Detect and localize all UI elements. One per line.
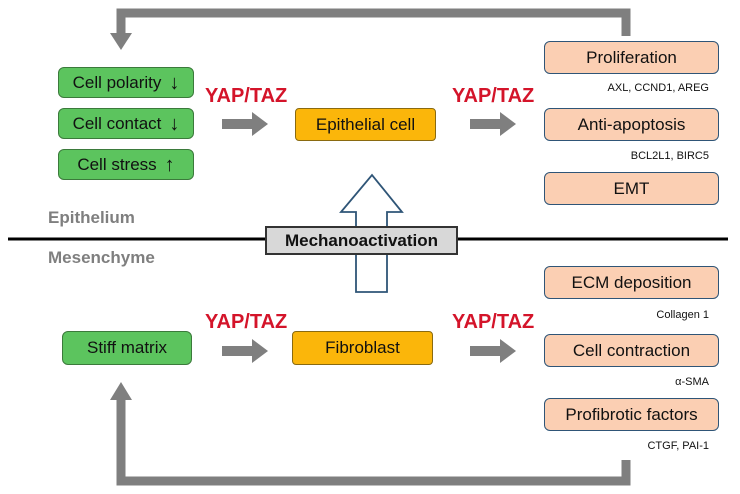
top-feedback-arrow: [116, 8, 631, 36]
stimulus-label: Cell polarity: [72, 72, 162, 92]
stimulus-stiff-matrix: Stiff matrix: [62, 331, 192, 365]
arrow-fibroblast-to-outcomes: [470, 339, 516, 363]
genes-cell-contraction: α-SMA: [675, 376, 709, 388]
outcome-proliferation: Proliferation: [544, 41, 719, 74]
yap-taz-label-bottom-left: YAP/TAZ: [205, 311, 288, 333]
down-arrow-icon: ↓: [169, 71, 180, 94]
outcome-cell-contraction: Cell contraction: [544, 334, 719, 367]
fibroblast-box: Fibroblast: [292, 331, 433, 365]
arrow-matrix-to-fibroblast: [222, 339, 268, 363]
outcome-profibrotic-factors: Profibrotic factors: [544, 398, 719, 431]
epithelial-cell-box: Epithelial cell: [295, 108, 436, 141]
outcome-anti-apoptosis: Anti-apoptosis: [544, 108, 719, 141]
genes-profibrotic-factors: CTGF, PAI-1: [647, 440, 709, 452]
arrow-epithelial-to-outcomes: [470, 112, 516, 136]
bottom-feedback-arrowhead: [110, 382, 132, 400]
mechanoactivation-label: Mechanoactivation: [265, 226, 458, 255]
yap-taz-label-top-right: YAP/TAZ: [452, 85, 535, 107]
region-label-mesenchyme: Mesenchyme: [48, 248, 155, 267]
genes-anti-apoptosis: BCL2L1, BIRC5: [630, 150, 709, 162]
stimulus-label: Cell stress: [77, 154, 157, 174]
stimulus-cell-polarity: Cell polarity ↓: [58, 67, 194, 98]
bottom-feedback-arrow: [116, 400, 631, 486]
yap-taz-label-bottom-right: YAP/TAZ: [452, 311, 535, 333]
genes-ecm-deposition: Collagen 1: [656, 309, 709, 321]
region-label-epithelium: Epithelium: [48, 208, 135, 227]
down-arrow-icon: ↓: [169, 112, 180, 135]
stimulus-cell-stress: Cell stress ↑: [58, 149, 194, 180]
outcome-emt: EMT: [544, 172, 719, 205]
up-arrow-icon: ↑: [164, 153, 175, 176]
stimulus-cell-contact: Cell contact ↓: [58, 108, 194, 139]
stimulus-label: Cell contact: [72, 113, 162, 133]
yap-taz-label-top-left: YAP/TAZ: [205, 85, 288, 107]
outcome-ecm-deposition: ECM deposition: [544, 266, 719, 299]
genes-proliferation: AXL, CCND1, AREG: [607, 82, 709, 94]
arrow-stimuli-to-epithelial: [222, 112, 268, 136]
top-feedback-arrowhead: [110, 33, 132, 50]
